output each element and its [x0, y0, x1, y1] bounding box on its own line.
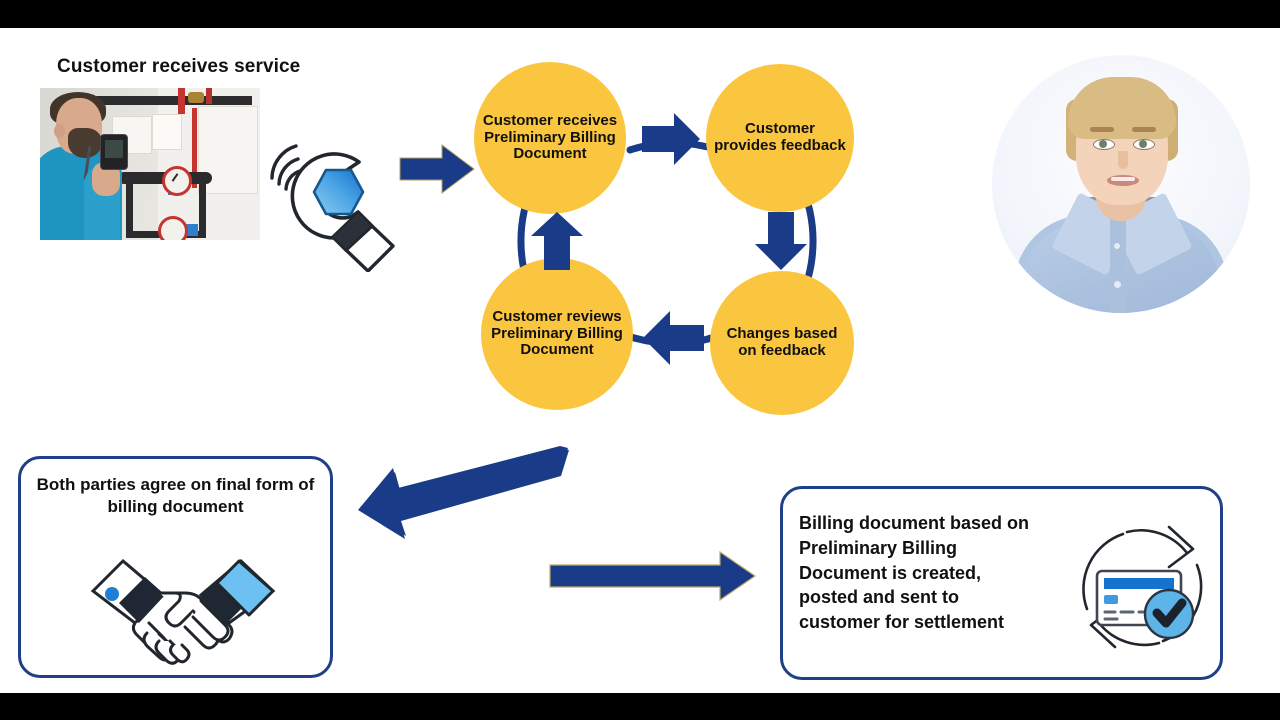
cycle-arrow-down-icon: [755, 212, 807, 270]
diagonal-left-arrow-icon: [358, 446, 569, 539]
cycle-node-label: Changes based on feedback: [726, 325, 838, 359]
cycle-arrow-right-icon: [642, 113, 700, 165]
cycle-arrow-up-icon: [531, 212, 583, 270]
right-arrow-icon: [549, 550, 757, 602]
handshake-icon: [90, 558, 276, 665]
cycle-node-changes[interactable]: Changes based on feedback: [710, 271, 854, 415]
cycle-node-receives[interactable]: Customer receives Preliminary Billing Do…: [474, 62, 626, 214]
letterbox-bottom: [0, 693, 1280, 720]
cycle-arrow-left-icon: [643, 311, 704, 365]
agreement-box: Both parties agree on final form of bill…: [18, 456, 333, 678]
cycle-node-label: Customer reviews Preliminary Billing Doc…: [491, 307, 623, 359]
billing-text: Billing document based on Preliminary Bi…: [799, 513, 1030, 633]
presenter-avatar: [992, 55, 1250, 313]
credit-card-check-icon: [1082, 525, 1203, 649]
wrench-service-icon: [270, 144, 395, 272]
agreement-text: Both parties agree on final form of bill…: [36, 475, 315, 517]
right-arrow-icon: [399, 144, 475, 194]
technician-service-photo: [40, 88, 260, 240]
cycle-node-reviews[interactable]: Customer reviews Preliminary Billing Doc…: [481, 258, 633, 410]
cycle-node-label: Customer provides feedback: [714, 120, 846, 154]
page-title: Customer receives service: [57, 56, 301, 77]
letterbox-top: [0, 0, 1280, 28]
cycle-node-feedback[interactable]: Customer provides feedback: [706, 64, 854, 212]
slide-canvas: Customer receives service: [0, 28, 1280, 693]
cycle-node-label: Customer receives Preliminary Billing Do…: [482, 111, 618, 163]
billing-box: Billing document based on Preliminary Bi…: [780, 486, 1223, 680]
